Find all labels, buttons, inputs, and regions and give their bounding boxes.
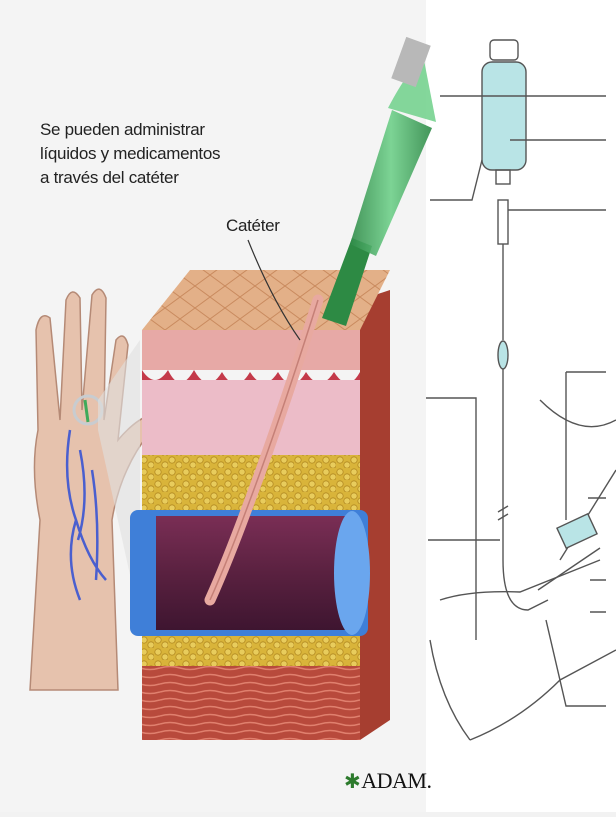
- vein-opening: [334, 511, 370, 635]
- muscle-layer: [142, 666, 360, 740]
- caption-line-1: Se pueden administrar: [40, 118, 250, 142]
- vein-lumen: [156, 516, 348, 630]
- catheter-label: Catéter: [226, 216, 280, 236]
- iv-bag: [482, 62, 526, 170]
- caption-line-2: líquidos y medicamentos: [40, 142, 250, 166]
- dermis-layer: [142, 380, 360, 455]
- caption-text: Se pueden administrar líquidos y medicam…: [40, 118, 250, 190]
- adam-logo: ✱ADAM.: [344, 768, 432, 794]
- epidermis-layer: [142, 330, 360, 370]
- star-icon: ✱: [344, 771, 360, 793]
- lower-fat-layer: [142, 636, 360, 666]
- roller-clamp: [498, 341, 508, 369]
- caption-line-3: a través del catéter: [40, 166, 250, 190]
- logo-text: ADAM.: [361, 768, 431, 793]
